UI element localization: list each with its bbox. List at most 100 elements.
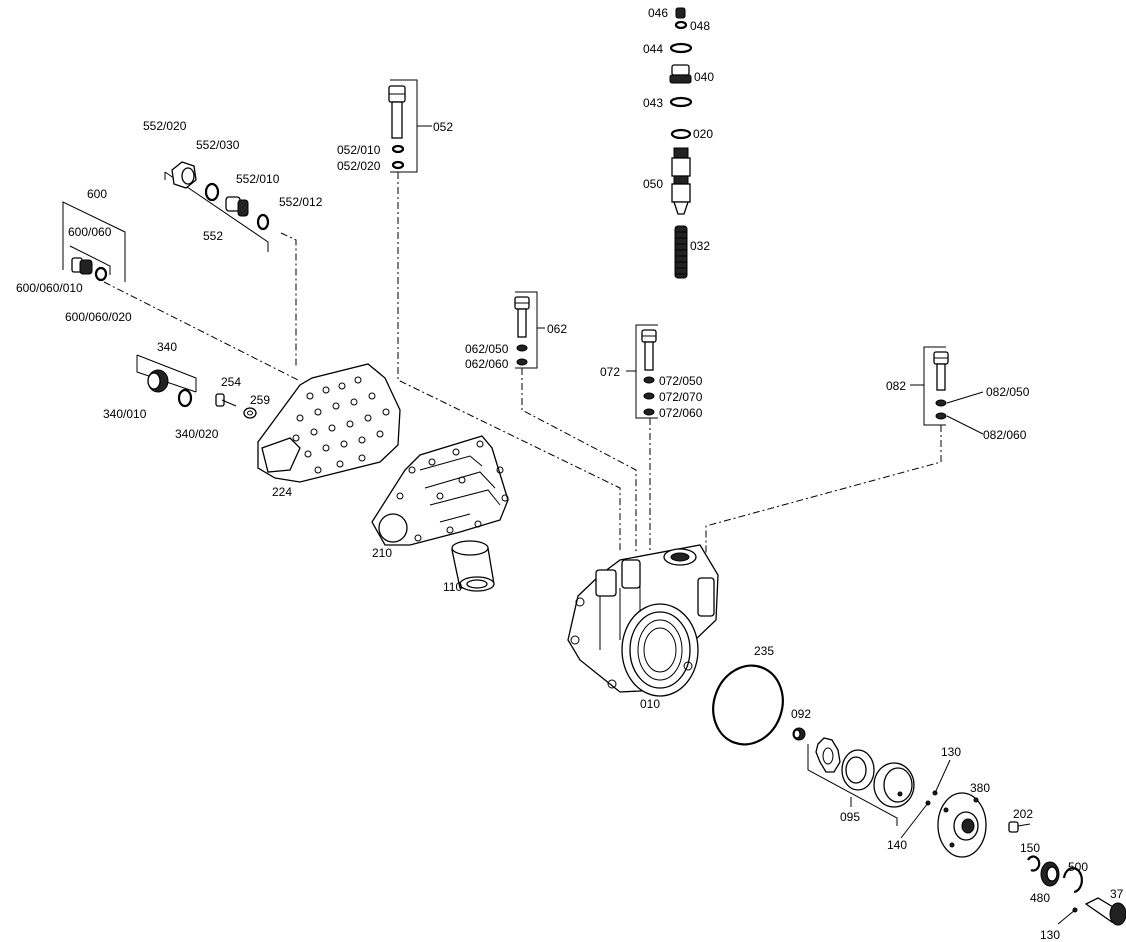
part-210-gasket-icon [371,435,509,546]
label-480: 480 [1030,891,1050,905]
part-048-icon [674,20,688,30]
label-37x: 37 [1110,887,1124,901]
label-048: 048 [690,19,710,33]
label-082-050: 082/050 [986,385,1030,399]
label-552-010: 552/010 [236,172,280,186]
part-130-pin-icon [932,759,951,796]
label-130a: 130 [941,745,961,759]
part-380-cover-icon [937,792,987,858]
label-600-060-020: 600/060/020 [65,310,132,324]
label-010: 010 [640,697,660,711]
label-150: 150 [1020,841,1040,855]
part-095-inner-gear-icon [815,737,841,773]
label-600-060: 600/060 [68,225,112,239]
label-046: 046 [648,6,668,20]
label-259: 259 [250,393,270,407]
part-095-ring-icon [873,762,915,808]
part-095-outer-gear-icon [841,749,875,791]
group-062 [514,291,545,369]
label-050: 050 [643,177,663,191]
part-259-icon [243,407,257,419]
label-032: 032 [690,239,710,253]
part-092-icon [792,727,806,741]
label-202: 202 [1013,807,1033,821]
group-052 [388,79,432,173]
part-072-icon [641,329,657,371]
label-130b: 130 [1040,928,1060,942]
label-340-010: 340/010 [103,407,147,421]
label-600-060-010: 600/060/010 [16,281,83,295]
label-082-060: 082/060 [983,428,1027,442]
label-092: 092 [791,707,811,721]
label-552: 552 [203,229,223,243]
part-062-icon [514,296,530,338]
label-552-012: 552/012 [279,195,323,209]
assembly-lines [103,172,942,575]
label-072-070: 072/070 [659,390,703,404]
part-150-circlip-icon [1027,855,1041,872]
label-044: 044 [643,42,663,56]
label-062: 062 [547,322,567,336]
part-010-housing-icon [567,544,719,697]
part-552-010-icon [225,196,249,217]
label-380: 380 [970,781,990,795]
part-552-020-icon [171,161,197,189]
part-032-spring-icon [674,225,688,279]
part-110-filter-icon [451,540,495,592]
part-480-bearing-icon [1040,861,1060,887]
part-052-020-icon [391,160,405,170]
label-140: 140 [887,838,907,852]
group-340 [136,354,197,408]
part-082-050-icon [935,399,947,407]
part-202-bolt-icon [1008,821,1031,833]
part-130b-pin-icon [1057,907,1078,925]
part-140-pin-icon [900,800,931,839]
label-254: 254 [221,375,241,389]
part-224-cover-icon [257,363,401,483]
label-110: 110 [443,580,462,594]
part-043-icon [669,96,693,108]
part-235-oring-icon [712,664,784,746]
part-052-010-icon [391,144,405,154]
label-552-020: 552/020 [143,119,187,133]
label-062-050: 062/050 [465,342,509,356]
part-062-060-icon [516,358,528,366]
part-044-icon [669,42,693,54]
label-062-060: 062/060 [465,357,509,371]
label-052-020: 052/020 [337,159,381,173]
label-224: 224 [272,485,292,499]
part-020-icon [670,128,692,140]
label-040: 040 [694,70,714,84]
part-040-icon [669,64,692,84]
label-052: 052 [433,120,453,134]
part-062-050-icon [516,344,528,352]
label-020: 020 [693,127,713,141]
label-072-060: 072/060 [659,406,703,420]
part-082-icon [933,351,949,391]
part-37x-shaft-icon [1084,897,1126,926]
part-254-icon [215,393,237,407]
group-095 [807,737,915,826]
part-072-050-icon [643,376,655,384]
label-052-010: 052/010 [337,143,381,157]
label-600: 600 [87,187,107,201]
part-600-060-010-icon [71,257,93,275]
group-082 [910,346,984,435]
label-500: 500 [1068,860,1088,874]
label-072-050: 072/050 [659,374,703,388]
part-050-icon [671,147,691,215]
label-340-020: 340/020 [175,427,219,441]
group-072 [626,324,658,419]
part-046-icon [675,7,686,19]
label-210: 210 [372,546,392,560]
part-340-020-icon [177,388,193,408]
group-552 [164,161,270,252]
part-500-snapring-icon [1062,867,1083,894]
part-052-icon [388,85,406,139]
part-600-060-020-icon [94,266,108,282]
part-labels: 046 048 044 040 043 020 050 032 052 052/… [16,6,1124,942]
part-552-012-icon [256,213,270,231]
label-235: 235 [754,644,774,658]
label-552-030: 552/030 [196,138,240,152]
